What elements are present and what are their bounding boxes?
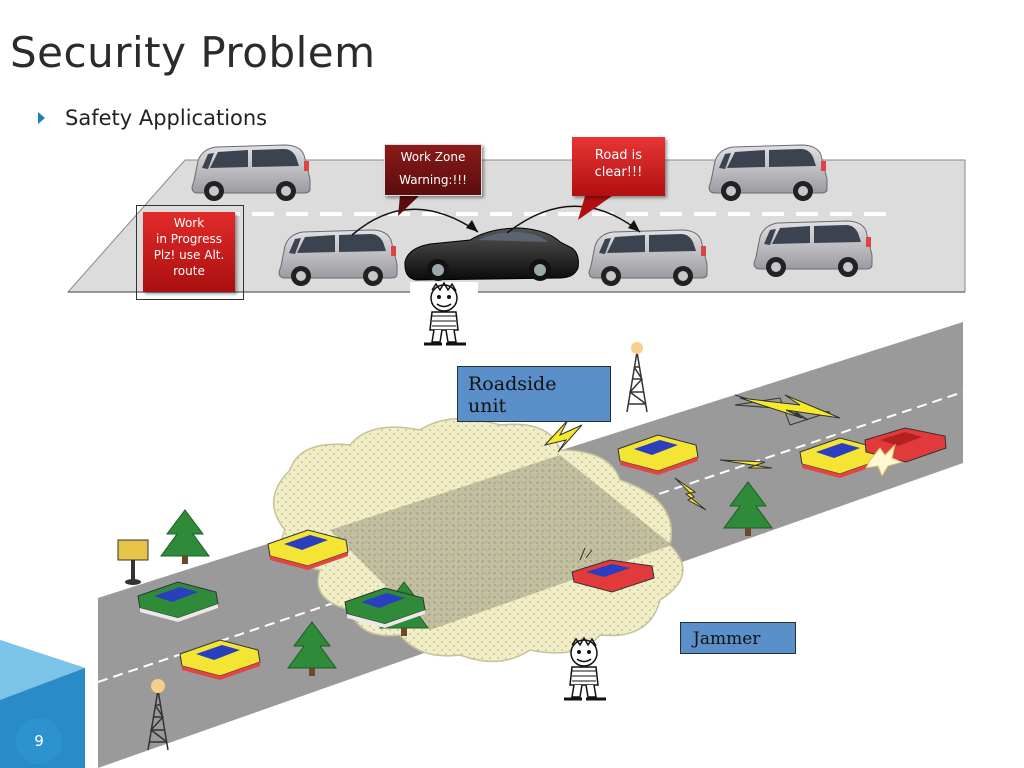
work-sign-line-3: Plz! use Alt. (153, 248, 225, 262)
crash-burst-icon (865, 443, 904, 478)
work-zone-line-1: Work Zone (400, 150, 466, 164)
work-sign-line-1: Work (173, 216, 205, 230)
road-clear-line-2: clear!!! (594, 165, 643, 180)
bullet-arrow-icon (38, 112, 45, 124)
roadside-line-2: unit (468, 395, 507, 417)
tower-icon (626, 351, 648, 413)
work-in-progress-sign: Work in Progress Plz! use Alt. route (143, 212, 235, 292)
road-clear-callout: Road is clear!!! (572, 137, 665, 196)
work-sign-frame: Work in Progress Plz! use Alt. route (136, 205, 244, 300)
cartoon-person-jammer (564, 636, 606, 701)
signal-bolt-icon (739, 394, 841, 419)
sports-car (404, 227, 579, 281)
cartoon-person (410, 281, 478, 348)
arrow-curve (351, 208, 479, 236)
roadside-line-1: Roadside (468, 373, 557, 395)
road-sign-icon (117, 539, 149, 585)
page-number-badge: 9 (16, 718, 62, 764)
top-road-scene (66, 144, 966, 348)
roadside-unit-label: Roadside unit (457, 366, 611, 422)
signal-bolt-icon (674, 477, 707, 511)
jammer-label: Jammer (680, 622, 796, 654)
bullet-item: Safety Applications (38, 106, 267, 130)
work-zone-callout: Work Zone Warning:!!! (384, 144, 482, 196)
tree-icon (160, 509, 210, 565)
red-car-jammed (571, 547, 655, 593)
bullet-text: Safety Applications (65, 106, 268, 130)
red-car (864, 427, 947, 463)
signal-bolt-icon (719, 459, 773, 469)
work-sign-line-4: route (173, 264, 205, 278)
work-zone-line-2: Warning:!!! (399, 173, 467, 187)
arrow-curve (506, 205, 641, 234)
work-sign-line-2: in Progress (156, 232, 222, 246)
slide-title: Security Problem (10, 28, 376, 77)
road-clear-line-1: Road is (594, 148, 643, 163)
